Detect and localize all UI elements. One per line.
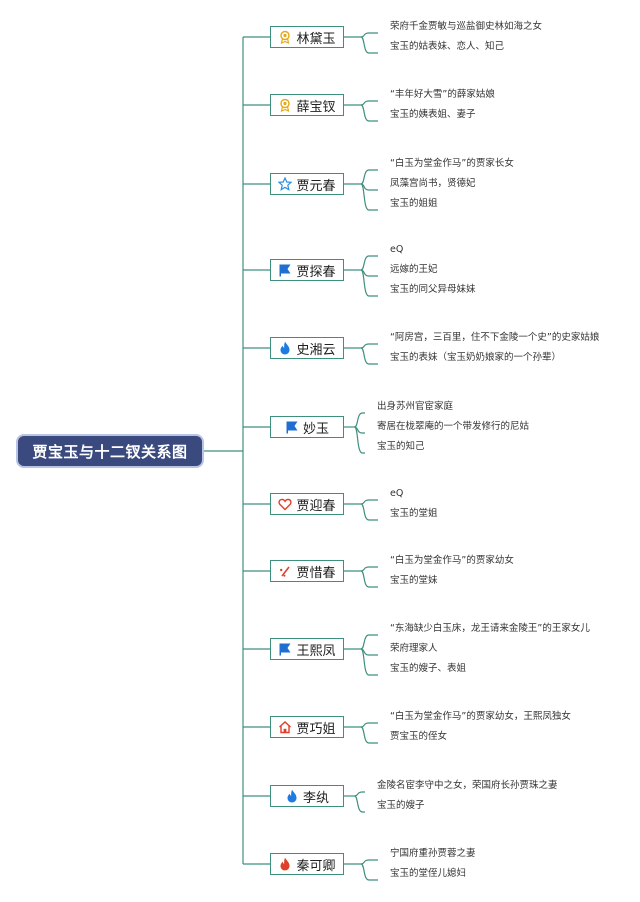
character-note: 宝玉的堂妹 (390, 575, 438, 586)
connector-curve (360, 183, 378, 211)
connector-curve (353, 426, 365, 454)
character-note: 远嫁的王妃 (390, 264, 438, 275)
character-node[interactable]: 王熙凤 (270, 638, 344, 660)
character-note: 宝玉的嫂子、表姐 (390, 663, 467, 674)
connector-curve (360, 255, 378, 271)
root-topic[interactable]: 贾宝玉与十二钗关系图 (18, 436, 202, 466)
character-name: 妙玉 (302, 421, 329, 437)
character-name: 秦可卿 (296, 858, 336, 874)
character-name: 林黛玉 (296, 31, 336, 47)
brush-icon (278, 564, 292, 578)
character-note: 宝玉的姐姐 (390, 198, 438, 209)
connector-curve (360, 722, 378, 728)
connector-curve (360, 648, 378, 676)
character-name: 贾巧姐 (296, 721, 336, 737)
connector-curve (360, 499, 378, 505)
character-note: 宝玉的姑表妹、恋人、知己 (390, 41, 505, 52)
flag-icon (285, 420, 299, 434)
character-node[interactable]: 贾探春 (270, 259, 344, 281)
character-node[interactable]: 李纨 (270, 785, 344, 807)
character-node[interactable]: 贾元春 (270, 173, 344, 195)
connector-curve (360, 347, 378, 365)
flag-icon (278, 263, 292, 277)
character-note: 宁国府重孙贾蓉之妻 (390, 848, 476, 859)
character-note: 宝玉的姨表姐、妻子 (390, 109, 476, 120)
connector-curve (360, 503, 378, 521)
heart-icon (278, 497, 293, 511)
character-note: 宝玉的知己 (377, 441, 425, 452)
character-note: eQ (390, 244, 404, 255)
connector-curve (354, 412, 365, 428)
character-note: “白玉为堂金作马”的贾家幼女 (390, 555, 514, 566)
award-icon (278, 98, 292, 113)
character-note: “白玉为堂金作马”的贾家幼女，王熙凤独女 (390, 711, 571, 722)
character-note: 宝玉的堂姐 (390, 508, 438, 519)
character-note: 宝玉的堂侄儿媳妇 (390, 868, 467, 879)
character-note: “白玉为堂金作马”的贾家长女 (390, 158, 514, 169)
connector-curve (360, 343, 378, 349)
character-note: 金陵名宦李守中之女，荣国府长孙贾珠之妻 (377, 780, 558, 791)
flame-icon (278, 341, 292, 355)
character-node[interactable]: 贾巧姐 (270, 716, 344, 738)
connector-curve (360, 104, 378, 122)
character-name: 贾元春 (296, 178, 336, 194)
star-icon (278, 176, 293, 191)
character-note: 出身苏州官宦家庭 (377, 401, 454, 412)
connector-curve (360, 36, 378, 54)
character-note: 贾宝玉的侄女 (390, 731, 448, 742)
character-name: 贾迎春 (296, 498, 336, 514)
character-note: 宝玉的表妹（宝玉奶奶娘家的一个孙辈） (390, 352, 562, 363)
connector-curve (360, 32, 378, 38)
character-note: eQ (390, 488, 404, 499)
character-note: 宝玉的嫂子 (377, 800, 425, 811)
connector-curve (360, 859, 378, 865)
connector-curve (360, 863, 378, 881)
connector-curve (360, 566, 378, 572)
connector-curve (360, 169, 378, 185)
house-icon (278, 720, 292, 734)
connector-curve (354, 795, 365, 813)
flame-icon (285, 789, 299, 803)
character-note: 凤藻宫尚书，贤德妃 (390, 178, 476, 189)
character-note: 宝玉的同父异母妹妹 (390, 284, 476, 295)
flag-icon (278, 642, 292, 656)
connector-curve (354, 791, 365, 797)
connector-curve (360, 726, 378, 744)
connector-curve (360, 100, 378, 106)
character-node[interactable]: 贾惜春 (270, 560, 344, 582)
character-node[interactable]: 贾迎春 (270, 493, 344, 515)
character-name: 史湘云 (296, 342, 336, 358)
character-name: 李纨 (302, 790, 329, 806)
character-note: 荣府千金贾敏与巡盐御史林如海之女 (390, 21, 543, 32)
character-note: 寄居在栊翠庵的一个带发修行的尼姑 (377, 421, 530, 432)
character-node[interactable]: 史湘云 (270, 337, 344, 359)
character-note: “丰年好大雪”的薛家姑娘 (390, 89, 495, 100)
award-icon (278, 30, 292, 45)
connector-curve (360, 634, 378, 650)
character-node[interactable]: 薛宝钗 (270, 94, 344, 116)
character-name: 贾探春 (296, 264, 336, 280)
character-node[interactable]: 妙玉 (270, 416, 344, 438)
character-name: 王熙凤 (296, 643, 336, 659)
character-name: 薛宝钗 (296, 99, 336, 115)
character-name: 贾惜春 (296, 565, 336, 581)
character-note: “东海缺少白玉床，龙王请来金陵王”的王家女儿 (390, 623, 590, 634)
connector-curve (360, 269, 378, 297)
character-node[interactable]: 林黛玉 (270, 26, 344, 48)
connector-curve (360, 570, 378, 588)
flame-red-icon (278, 857, 292, 871)
character-note: 荣府理家人 (390, 643, 438, 654)
character-note: “阿房宫，三百里，住不下金陵一个史”的史家姑娘 (390, 332, 600, 343)
character-node[interactable]: 秦可卿 (270, 853, 344, 875)
